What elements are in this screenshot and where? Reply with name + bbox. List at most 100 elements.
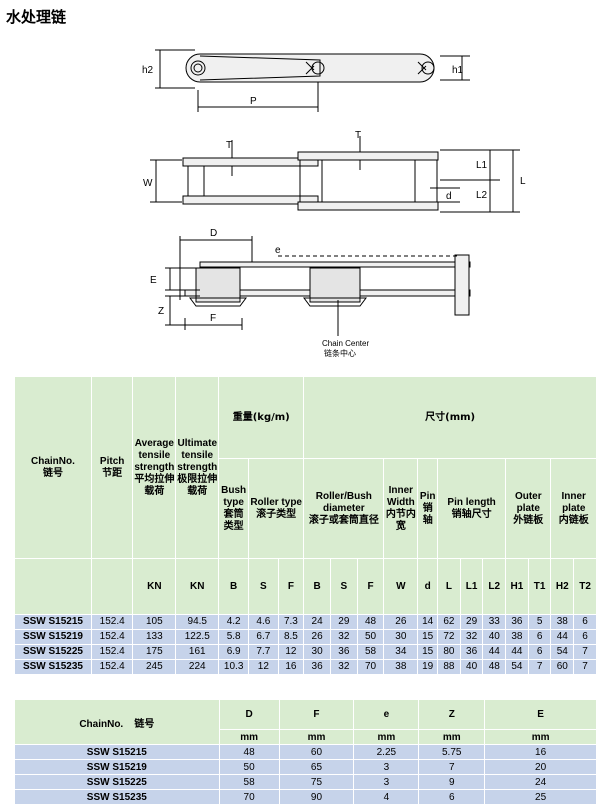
label-h1: h1 [452,65,464,76]
value-cell: 105 [132,614,177,630]
chain-no-cell: SSW S15219 [14,759,220,775]
value-cell: 58 [218,774,280,790]
value-cell: 30 [383,629,419,645]
value-cell: 7.3 [277,614,305,630]
value-cell: 10.3 [218,659,250,675]
value-cell: 60 [550,659,575,675]
unit-cell: L2 [482,558,507,615]
value-cell: 65 [278,759,355,775]
value-cell: 88 [437,659,461,675]
t2-unit: mm [353,729,420,745]
value-cell: 3 [353,774,420,790]
label-t-left: T [226,140,232,151]
value-cell: 48 [482,659,507,675]
unit-cell: L1 [459,558,484,615]
value-cell: 38 [383,659,419,675]
th-roller-type: Roller type 滚子类型 [248,458,305,559]
value-cell: 2.25 [353,744,420,760]
value-cell: 50 [356,629,385,645]
value-cell: 32 [329,659,358,675]
value-cell: 48 [218,744,280,760]
value-cell: 44 [505,644,529,660]
unit-cell: F [277,558,305,615]
chain-no-cell: SSW S15225 [14,644,92,660]
label-f: F [210,313,216,324]
value-cell: 6 [573,614,597,630]
t2-th-e-big: E [484,699,597,730]
chain-no-cell: SSW S15215 [14,744,220,760]
value-cell: 32 [459,629,484,645]
unit-cell: W [383,558,419,615]
value-cell: 14 [417,614,439,630]
value-cell: 44 [550,629,575,645]
value-cell: 15 [417,644,439,660]
unit-cell: F [356,558,385,615]
t2-th-chain-no: ChainNo. 链号 [14,699,220,745]
th-chain-no: ChainNo. 链号 [14,376,92,559]
value-cell: 152.4 [90,644,134,660]
value-cell: 30 [303,644,331,660]
th-inner-width: Inner Width 内节内宽 [383,458,419,559]
value-cell: 25 [484,789,597,805]
value-cell: 8.5 [277,629,305,645]
roller-section-view [165,236,471,336]
value-cell: 12 [277,644,305,660]
label-l2: L2 [476,190,488,201]
value-cell: 5 [527,614,552,630]
value-cell: 90 [278,789,355,805]
value-cell: 7 [573,659,597,675]
value-cell: 15 [417,629,439,645]
value-cell: 24 [484,774,597,790]
th-avg-strength: Average tensile strength 平均拉伸载荷 [132,376,177,559]
unit-cell: H1 [505,558,529,615]
value-cell: 32 [329,629,358,645]
t2-th-e: e [353,699,420,730]
unit-cell: H2 [550,558,575,615]
chain-no-cell: SSW S15225 [14,774,220,790]
unit-cell: B [218,558,250,615]
chain-no-cell: SSW S15219 [14,629,92,645]
label-w: W [143,178,153,189]
value-cell: 6 [527,644,552,660]
value-cell: 5.8 [218,629,250,645]
value-cell: 6.9 [218,644,250,660]
value-cell: 44 [482,644,507,660]
value-cell: 54 [550,644,575,660]
label-l1: L1 [476,160,488,171]
th-bush-type: Bush type 套筒类型 [218,458,250,559]
chain-no-cell: SSW S15215 [14,614,92,630]
value-cell: 54 [505,659,529,675]
value-cell: 70 [356,659,385,675]
unit-cell: T1 [527,558,552,615]
label-h2: h2 [142,65,154,76]
label-d: d [446,191,452,202]
spec-table: ChainNo. 链号 Pitch 节距 Average tensile str… [14,376,597,675]
unit-cell: KN [175,558,220,615]
value-cell: 6 [573,629,597,645]
value-cell: 3 [353,759,420,775]
th-weight: 重量(kg/m) [218,376,305,459]
value-cell: 6.7 [248,629,279,645]
value-cell: 133 [132,629,177,645]
value-cell: 36 [505,614,529,630]
value-cell: 16 [277,659,305,675]
value-cell: 161 [175,644,220,660]
value-cell: 70 [218,789,280,805]
value-cell: 152.4 [90,659,134,675]
value-cell: 12 [248,659,279,675]
unit-cell: T2 [573,558,597,615]
value-cell: 48 [356,614,385,630]
label-e-small: e [275,245,281,256]
value-cell: 26 [303,629,331,645]
value-cell: 16 [484,744,597,760]
value-cell: 40 [459,659,484,675]
unit-cell: B [303,558,331,615]
value-cell: 80 [437,644,461,660]
page-title: 水处理链 [6,8,67,26]
th-ult-strength: Ultimate tensile strength 极限拉伸载荷 [175,376,220,559]
value-cell: 152.4 [90,629,134,645]
